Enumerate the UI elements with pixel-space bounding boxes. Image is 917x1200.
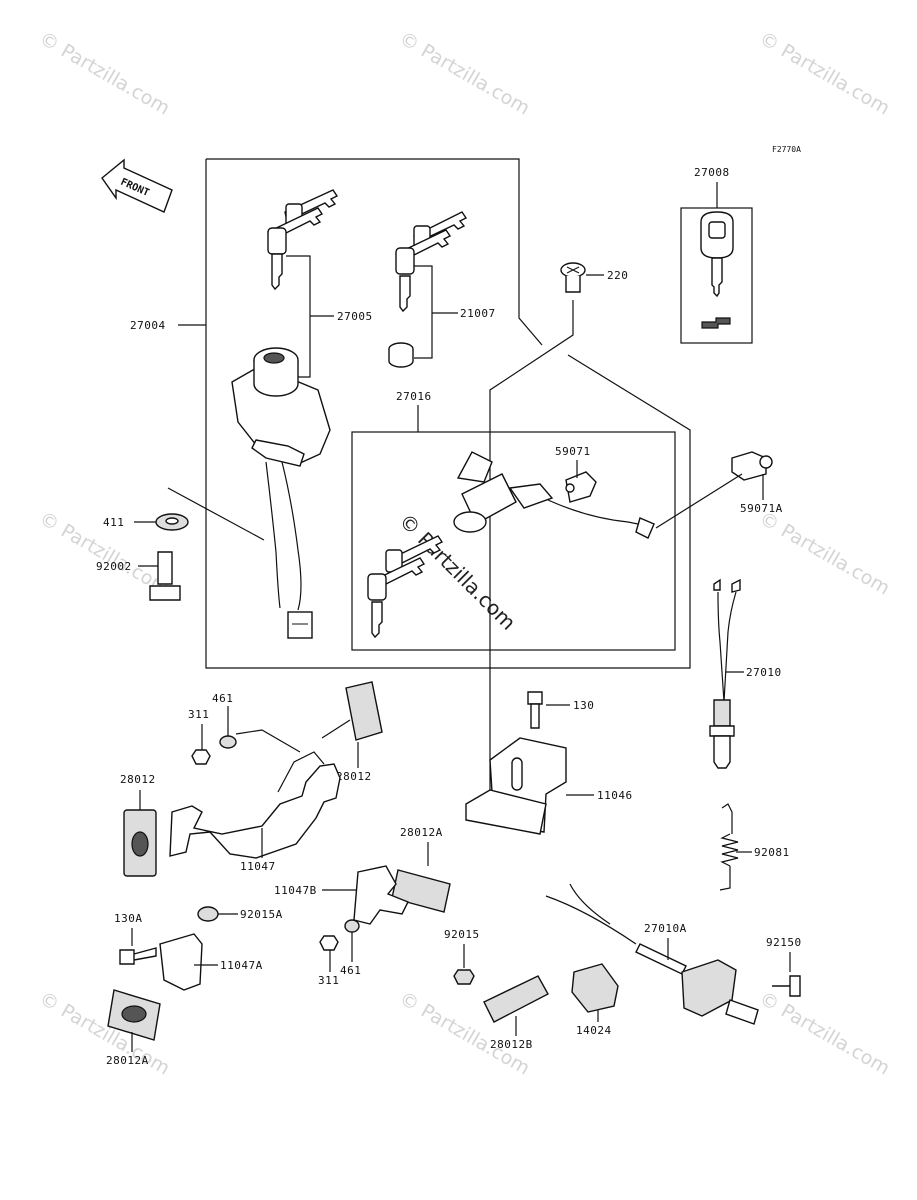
spring-92081: [719, 803, 739, 891]
nut-311: [319, 935, 339, 951]
label-411: 411: [103, 516, 124, 529]
bracket-11047: [169, 751, 341, 859]
label-311-upper: 311: [188, 708, 209, 721]
key-27005: [267, 189, 339, 291]
label-11046: 11046: [597, 789, 633, 802]
watermark: © Partzilla.com: [756, 27, 894, 119]
label-92081: 92081: [754, 846, 790, 859]
nut-311: [191, 749, 211, 765]
leader-line: [321, 719, 351, 739]
label-59071: 59071: [555, 445, 591, 458]
label-27016: 27016: [396, 390, 432, 403]
label-28012-right: 28012: [336, 770, 372, 783]
label-28012-left: 28012: [120, 773, 156, 786]
clip-59071: [565, 471, 597, 503]
label-92015A: 92015A: [240, 908, 283, 921]
pad-28012: [345, 681, 383, 741]
label-92002: 92002: [96, 560, 132, 573]
label-11047: 11047: [240, 860, 276, 873]
helmet-lock-27016: [453, 451, 655, 539]
bracket-11047B: [353, 865, 409, 925]
bolt-130: [527, 691, 543, 729]
label-11047A: 11047A: [220, 959, 263, 972]
leader-line: [235, 729, 301, 753]
label-311-lower: 311: [318, 974, 339, 987]
bracket-11047A: [159, 933, 203, 991]
label-92150: 92150: [766, 936, 802, 949]
lock-cylinder-21007: [388, 342, 414, 368]
bolt-130A: [119, 947, 157, 965]
figure-code: F2770A: [772, 145, 801, 154]
label-27008: 27008: [694, 166, 730, 179]
screw-92150: [772, 975, 801, 997]
bracket-11046: [465, 737, 567, 835]
label-28012B: 28012B: [490, 1038, 533, 1051]
label-14024: 14024: [576, 1024, 612, 1037]
leader-line: [414, 265, 433, 359]
assembly-outline: [206, 158, 543, 346]
pad-emblem: [121, 1005, 147, 1023]
watermark: © Partzilla.com: [756, 987, 894, 1079]
nut-92015A: [197, 906, 219, 922]
washer-461: [219, 735, 237, 749]
label-461-upper: 461: [212, 692, 233, 705]
assembly-outline: [205, 159, 691, 669]
label-11047B: 11047B: [274, 884, 317, 897]
bolt-92002: [149, 551, 181, 601]
label-461-lower: 461: [340, 964, 361, 977]
washer-461: [344, 919, 360, 933]
watermark: © Partzilla.com: [396, 27, 534, 119]
label-27010A: 27010A: [644, 922, 687, 935]
label-130A: 130A: [114, 912, 143, 925]
label-28012A-top: 28012A: [400, 826, 443, 839]
leader-line: [167, 487, 265, 541]
ignition-switch: [231, 347, 331, 639]
switch-27010: [709, 578, 741, 769]
nut-92015: [453, 969, 475, 985]
leader-line: [489, 300, 574, 820]
sub-assembly-outline: [351, 431, 676, 651]
key-21007: [395, 211, 468, 313]
label-27010: 27010: [746, 666, 782, 679]
watermark: © Partzilla.com: [36, 27, 174, 119]
label-27005: 27005: [337, 310, 373, 323]
label-21007: 21007: [460, 307, 496, 320]
key-27008: [700, 211, 734, 329]
front-arrow-icon: FRONT: [101, 158, 173, 213]
key-27008-box: [680, 207, 753, 344]
clip-59071A: [731, 451, 773, 481]
screw-220: [560, 262, 586, 293]
label-27004: 27004: [130, 319, 166, 332]
pad-emblem: [131, 831, 149, 857]
washer-hole: [165, 517, 179, 525]
switch-27010A: [545, 883, 759, 1025]
label-130: 130: [573, 699, 594, 712]
label-220: 220: [607, 269, 628, 282]
watermark: © Partzilla.com: [756, 507, 894, 599]
label-28012A-bottom: 28012A: [106, 1054, 149, 1067]
label-92015: 92015: [444, 928, 480, 941]
label-59071A: 59071A: [740, 502, 783, 515]
pad-28012B: [483, 975, 549, 1023]
leader-line: [655, 473, 743, 529]
helmet-lock-keys: [367, 535, 444, 639]
relay-14024: [571, 963, 619, 1013]
